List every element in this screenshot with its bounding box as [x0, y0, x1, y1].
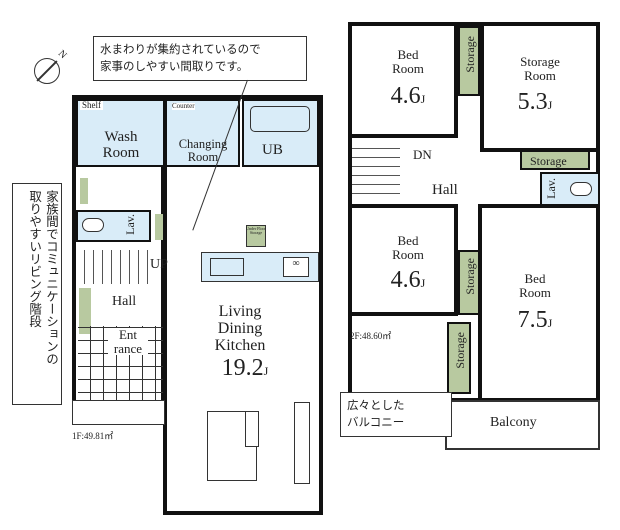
compass-icon	[34, 58, 60, 84]
bed-room-2-size: 4.6J	[390, 267, 426, 293]
toilet-icon	[82, 218, 104, 232]
bed-room-3	[478, 204, 600, 402]
balcony-label: Balcony	[490, 415, 537, 430]
storage-1f-a	[80, 178, 88, 204]
storage-bed3: Storage	[447, 322, 471, 394]
shoe-storage	[79, 288, 91, 334]
lav-1f-label: Lav.	[123, 214, 137, 235]
storage-hall: Storage	[520, 150, 590, 170]
underfloor-storage-label: Under Floor Storage	[246, 226, 266, 236]
counter-label: Counter	[172, 102, 195, 111]
storage-room	[480, 22, 600, 152]
hall-2f-label: Hall	[432, 182, 458, 198]
callout-living-stairs: 家族間でコミュニケーションの取りやすいリビング階段	[12, 183, 62, 405]
toilet-2f-icon	[570, 182, 592, 196]
storage-room-size: 5.3J	[517, 89, 553, 115]
tv-board-icon	[294, 402, 310, 484]
hall-1f-label: Hall	[112, 294, 137, 309]
storage-bed2: Storage	[458, 250, 480, 315]
shelf-label: Shelf	[80, 100, 103, 111]
ldk-size: 19.2J	[221, 355, 269, 381]
callout-water-area: 水まわりが集約されているので家事のしやすい間取りです。	[93, 36, 307, 81]
sink-icon	[210, 258, 244, 276]
bathtub-icon	[250, 106, 310, 132]
underfloor-storage	[246, 225, 266, 247]
callout-balcony: 広々としたバルコニー	[340, 392, 452, 437]
bed-room-3-size: 7.5J	[517, 307, 553, 333]
table-icon	[245, 411, 259, 447]
dn-label: DN	[413, 147, 432, 162]
wash-room	[76, 99, 165, 167]
stairs-1f	[76, 250, 151, 284]
floor2-area: 2F:48.60㎡	[350, 331, 392, 341]
floor1-area: 1F:49.81㎡	[72, 431, 114, 441]
porch-step	[72, 400, 165, 425]
bed-room-1	[348, 22, 458, 138]
stove-icon: ∞	[283, 257, 309, 277]
bed-room-1-size: 4.6J	[390, 83, 426, 109]
compass-label: N	[55, 48, 69, 62]
up-label: UP	[150, 257, 168, 272]
floor1-ldk-outline	[163, 95, 323, 515]
ub-label: UB	[262, 142, 283, 158]
lav-2f-label: Lav.	[544, 178, 558, 199]
stairs-2f	[352, 142, 400, 202]
bed-room-2	[348, 204, 458, 316]
storage-bed1: Storage	[458, 26, 480, 96]
storage-1f-b	[155, 214, 163, 240]
